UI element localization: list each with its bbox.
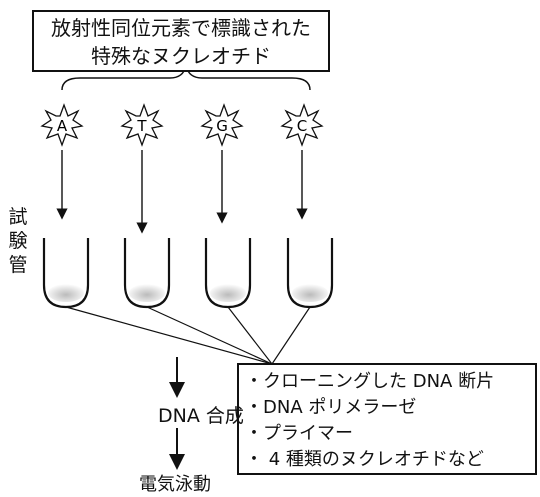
test-tube-label: 試 験 管 — [5, 205, 31, 277]
reagent-item: ・ 4 種類のヌクレオチドなど — [245, 449, 484, 470]
test-tube-label-char-2: 験 — [8, 230, 28, 252]
step-dna-synthesis: DNA 合成 — [158, 405, 244, 427]
nucleotide-label-a: A — [57, 117, 68, 135]
nucleotide-star-c: C — [280, 103, 324, 147]
nucleotide-star-g: G — [200, 103, 244, 147]
step-electrophoresis: 電気泳動 — [139, 474, 211, 495]
title-line-2: 特殊なヌクレオチド — [91, 44, 271, 68]
nucleotide-star-t: T — [120, 103, 164, 147]
connector-tube-c — [271, 306, 311, 365]
test-tube-g — [204, 238, 252, 309]
test-tube-label-char-1: 試 — [8, 206, 28, 228]
test-tube-a — [42, 238, 90, 309]
connector-tube-g — [227, 306, 273, 365]
connector-tube-a — [65, 306, 273, 365]
reagent-item: ・DNA ポリメラーゼ — [245, 397, 417, 418]
title-line-1: 放射性同位元素で標識された — [51, 16, 311, 40]
connector-tube-t — [146, 306, 273, 365]
title-box: 放射性同位元素で標識された 特殊なヌクレオチド — [32, 10, 330, 72]
nucleotide-label-t: T — [136, 117, 147, 135]
reagent-item: ・クローニングした DNA 断片 — [245, 371, 495, 392]
nucleotide-label-c: C — [297, 117, 307, 135]
test-tube-t — [123, 238, 171, 309]
reagent-box: ・クローニングした DNA 断片 ・DNA ポリメラーゼ ・プライマー ・ 4 … — [237, 363, 537, 475]
reagent-item: ・プライマー — [245, 423, 353, 444]
nucleotide-star-a: A — [40, 103, 84, 147]
test-tube-c — [286, 238, 334, 309]
test-tube-label-char-3: 管 — [8, 254, 28, 276]
nucleotide-label-g: G — [216, 117, 228, 135]
